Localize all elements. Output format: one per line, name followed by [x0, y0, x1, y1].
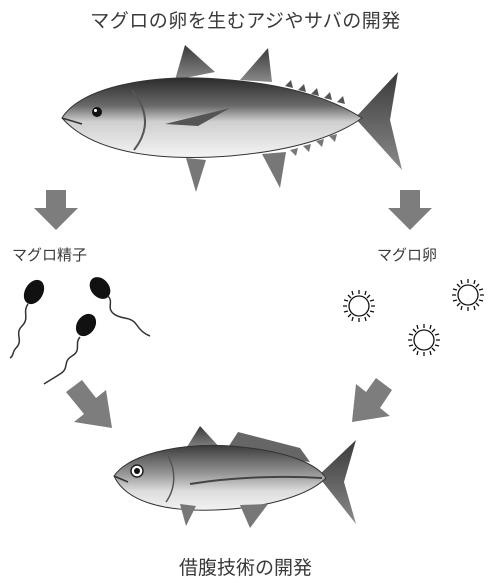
egg-icon	[343, 290, 375, 322]
sperm-label: マグロ精子	[12, 244, 87, 265]
egg-icon	[408, 324, 440, 356]
arrow-icon	[34, 190, 78, 230]
tuna-fish-icon	[62, 45, 402, 192]
arrow-icon	[352, 378, 392, 422]
horse-mackerel-fish-icon	[114, 426, 356, 528]
arrow-icon	[66, 380, 112, 428]
bottom-label: 借腹技術の開発	[0, 553, 491, 580]
egg-label: マグロ卵	[377, 244, 437, 265]
arrow-icon	[388, 190, 432, 230]
sperm-icon	[44, 310, 100, 384]
egg-icon	[452, 279, 484, 311]
sperm-icon	[10, 276, 48, 358]
